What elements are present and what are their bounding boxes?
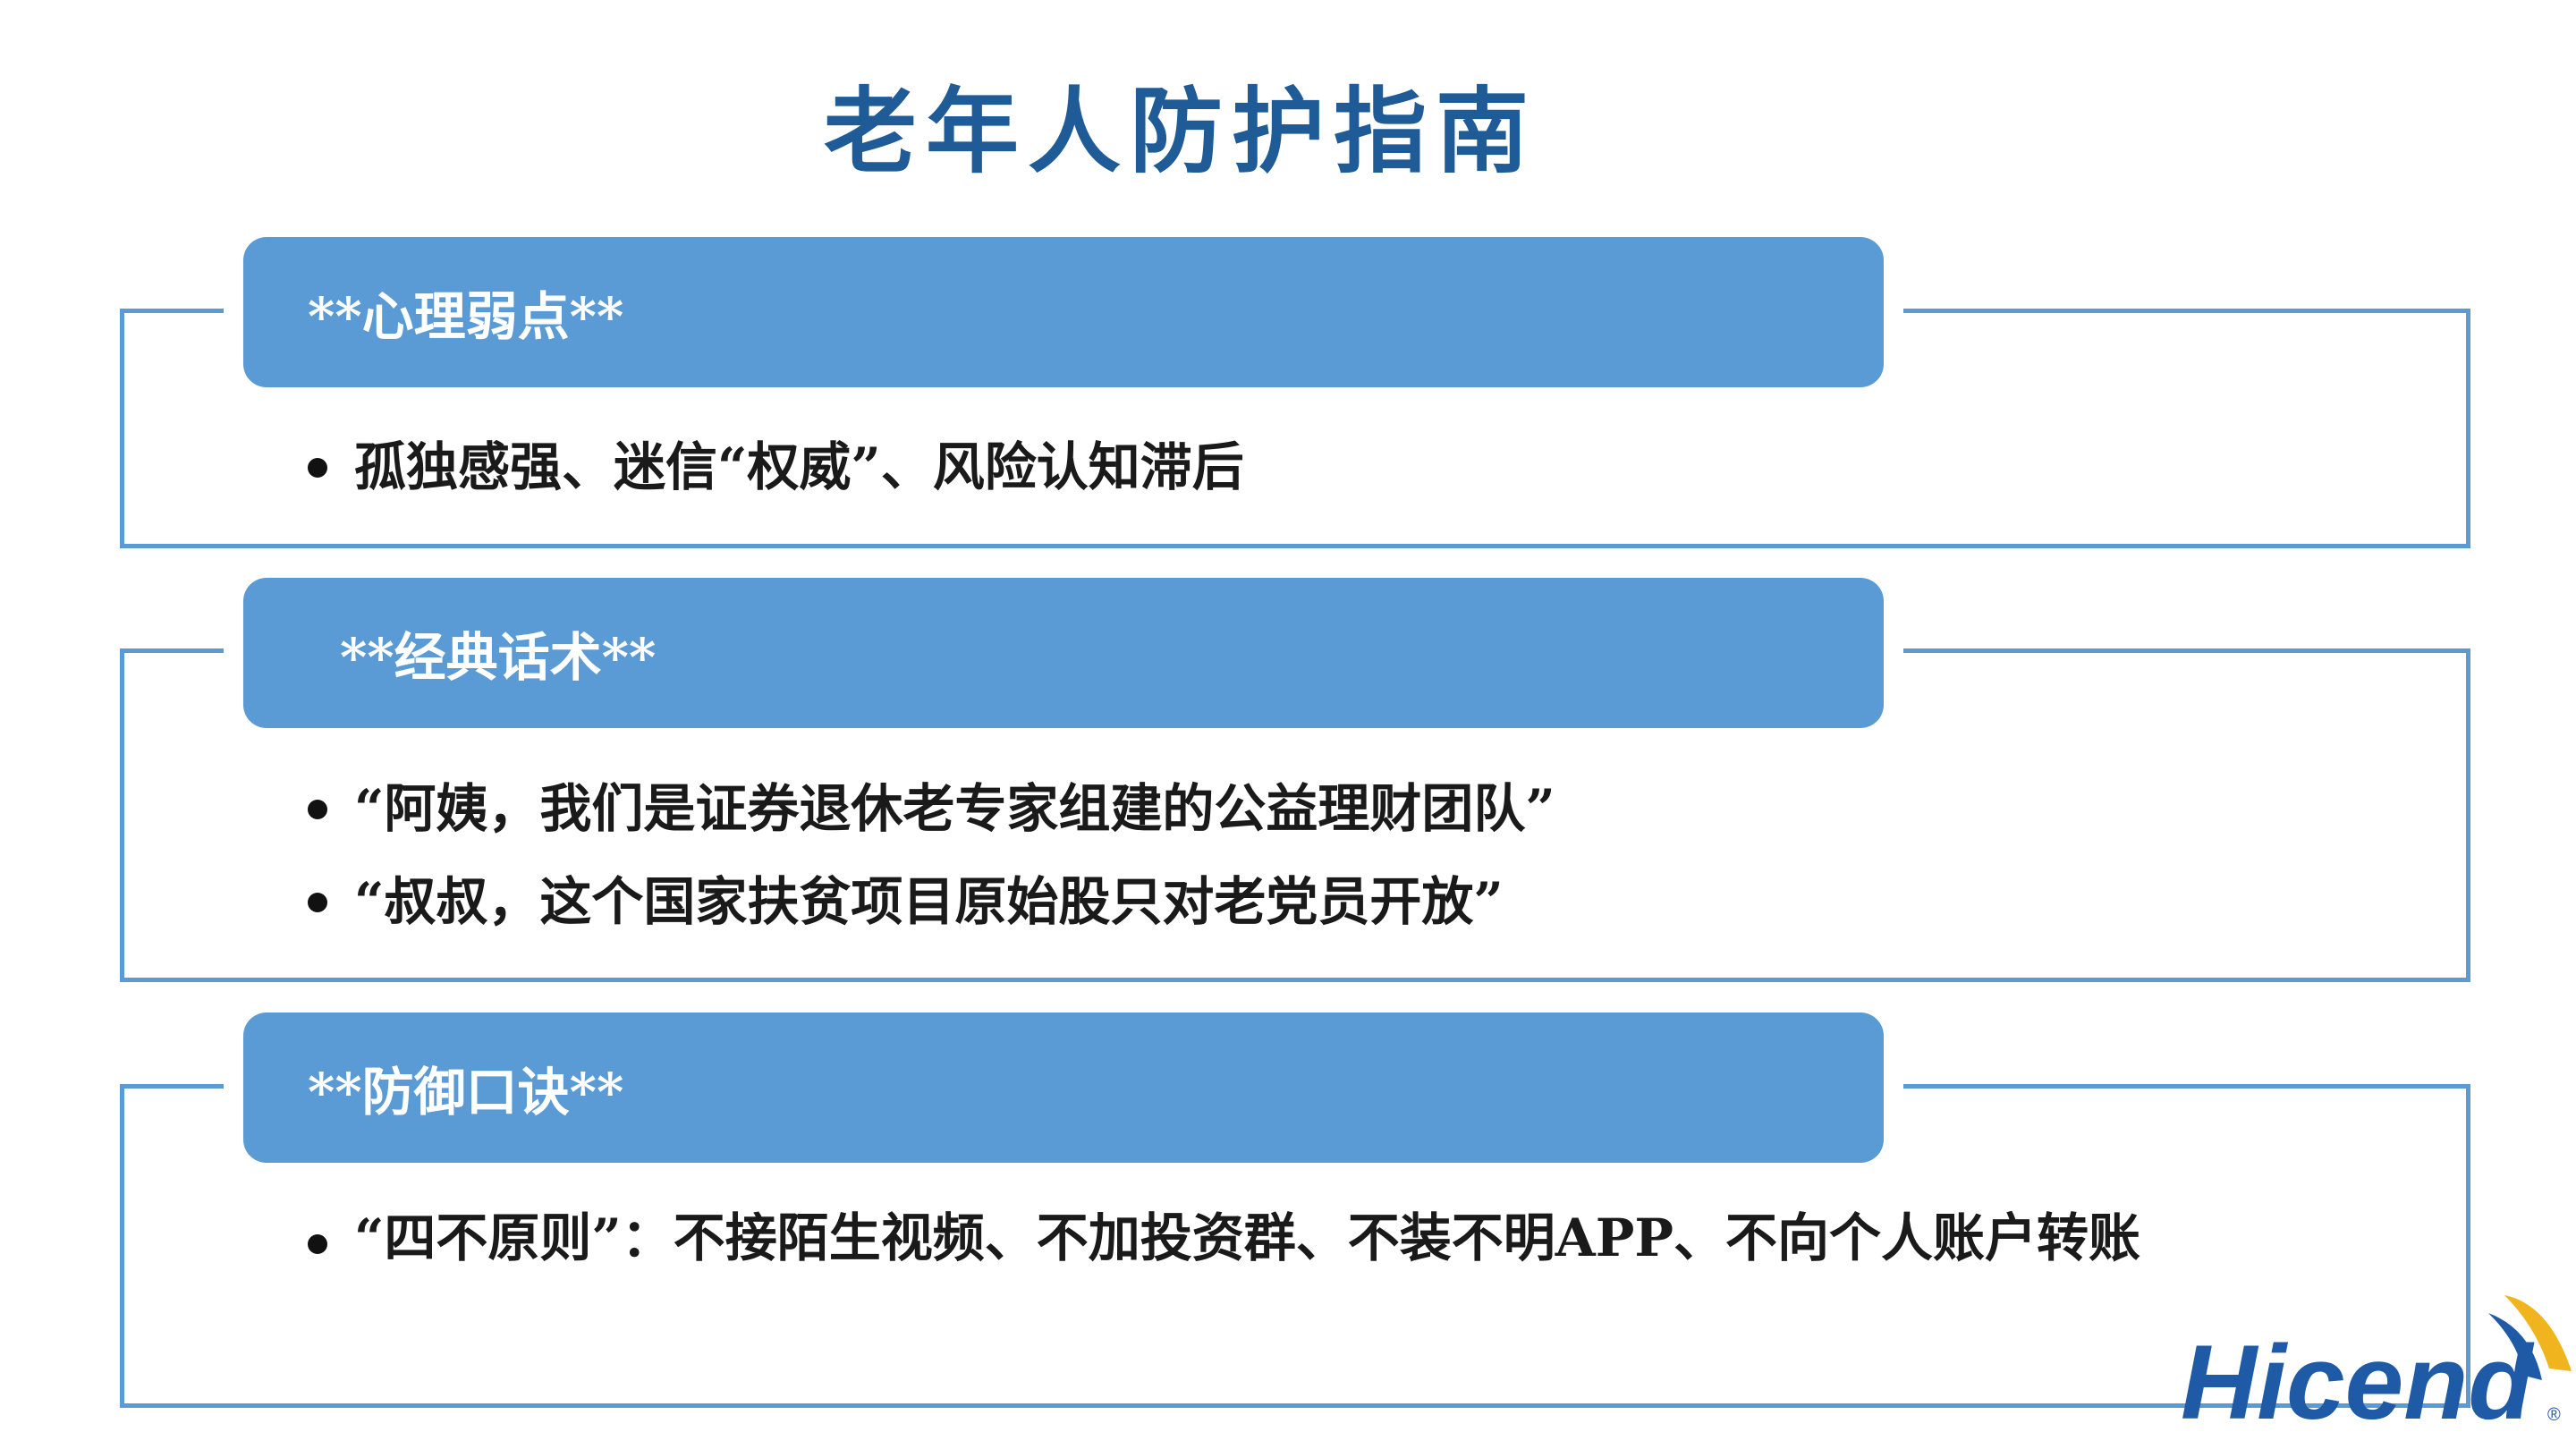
list-item: 孤独感强、迷信“权威”、风险认知滞后 [308, 420, 1244, 513]
logo-swoosh-blue [2488, 1313, 2542, 1380]
list-item: “叔叔，这个国家扶贫项目原始股只对老党员开放” [308, 855, 1555, 948]
bullet-list-defense: “四不原则”：不接陌生视频、不加投资群、不装不明APP、不向个人账户转账 [308, 1197, 2275, 1279]
bullet-list-scripts: “阿姨，我们是证券退休老专家组建的公益理财团队” “叔叔，这个国家扶贫项目原始股… [308, 762, 1555, 948]
logo-text: Hicend [2181, 1324, 2535, 1438]
logo-registered-mark: ® [2547, 1405, 2561, 1425]
page-title: 老年人防护指南 [823, 77, 1538, 186]
logo-swoosh-yellow [2504, 1295, 2572, 1371]
section-header-scripts: **经典话术** [243, 578, 1884, 728]
bullet-icon [308, 1234, 327, 1254]
section-header-defense: **防御口诀** [243, 1013, 1884, 1163]
list-item: “阿姨，我们是证券退休老专家组建的公益理财团队” [308, 762, 1555, 855]
bullet-text: “阿姨，我们是证券退休老专家组建的公益理财团队” [354, 778, 1555, 839]
bullet-list-psychology: 孤独感强、迷信“权威”、风险认知滞后 [308, 420, 1244, 513]
bullet-icon [308, 893, 327, 912]
hicend-logo: Hicend ® [2181, 1295, 2572, 1438]
section-header-psychology: **心理弱点** [243, 237, 1884, 387]
bullet-text: “四不原则”：不接陌生视频、不加投资群、不装不明APP、不向个人账户转账 [354, 1208, 2140, 1268]
bullet-icon [308, 458, 327, 478]
list-item: “四不原则”：不接陌生视频、不加投资群、不装不明APP、不向个人账户转账 [308, 1197, 2275, 1279]
bullet-text: “叔叔，这个国家扶贫项目原始股只对老党员开放” [354, 871, 1504, 932]
bullet-text: 孤独感强、迷信“权威”、风险认知滞后 [354, 436, 1244, 497]
bullet-icon [308, 800, 327, 819]
